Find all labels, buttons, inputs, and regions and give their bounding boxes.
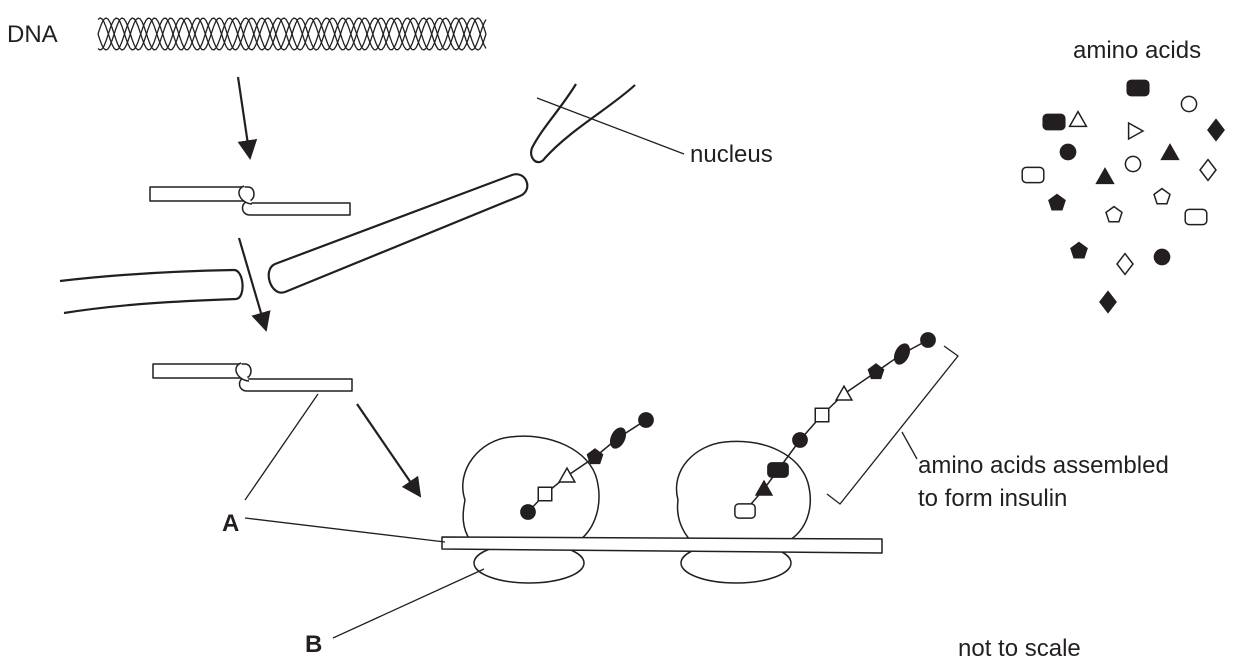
amino-acid-white-circle <box>1124 155 1142 173</box>
arrow-mrna-exits-nucleus <box>237 237 271 332</box>
assembled-label-line-2: to form insulin <box>918 485 1067 512</box>
amino-acid-black-diamond <box>1099 290 1117 314</box>
amino-acid-white-triangle <box>557 466 577 483</box>
amino-acid-black-ellipse <box>609 427 627 449</box>
arrow-dna-to-mrna <box>236 76 258 160</box>
amino-acid-black-ellipse <box>893 343 911 365</box>
amino-acid-white-rounded-rect <box>1184 208 1208 226</box>
arrow-mrna-to-ribosomes <box>356 403 422 498</box>
amino-acid-white-triangle <box>834 384 854 401</box>
dna-strand-line <box>97 17 487 51</box>
nucleus-label: nucleus <box>690 141 773 168</box>
amino-acids-label: amino acids <box>1073 37 1201 64</box>
amino-acid-black-diamond <box>1207 118 1225 142</box>
amino-acid-white-triangle-right <box>1127 121 1145 141</box>
amino-acid-pool <box>1021 79 1225 314</box>
amino-acid-white-rounded-rect <box>1021 166 1045 184</box>
nuclear-membrane <box>59 83 636 315</box>
dna-label: DNA <box>7 21 58 48</box>
amino-acid-black-pentagon <box>586 448 604 465</box>
amino-acid-black-pentagon <box>1070 241 1088 259</box>
amino-acid-white-square <box>537 486 553 502</box>
ribosome-2-large-subunit <box>675 440 812 541</box>
amino-acid-white-pentagon <box>1153 187 1171 205</box>
scale-note: not to scale <box>958 635 1081 662</box>
amino-acid-black-circle <box>920 332 936 348</box>
ribosome-1-large-subunit <box>462 435 600 541</box>
peptide-bond-line <box>744 339 929 512</box>
amino-acid-white-square <box>814 407 830 423</box>
amino-acid-white-triangle <box>1068 110 1088 128</box>
polypeptide-chain-2 <box>734 332 936 519</box>
amino-acid-black-circle <box>1059 143 1077 161</box>
amino-acid-black-rounded-rect <box>1042 113 1066 131</box>
dna-strand-line <box>97 17 487 51</box>
amino-acid-black-circle <box>1153 248 1171 266</box>
amino-acid-black-triangle <box>754 479 774 496</box>
amino-acid-black-pentagon <box>867 363 885 380</box>
amino-acid-black-circle <box>520 504 536 520</box>
bracket-pointer <box>901 431 918 460</box>
amino-acid-black-pentagon <box>1048 193 1066 211</box>
amino-acid-white-diamond <box>1199 158 1217 182</box>
nucleus-pointer-line <box>536 97 685 155</box>
amino-acid-black-rounded-rect <box>1126 79 1150 97</box>
label-b-pointer <box>332 568 485 639</box>
amino-acid-black-triangle <box>1160 143 1180 161</box>
dna-strand-line <box>97 17 487 51</box>
label-a-pointer-strand <box>244 517 446 543</box>
label-a: A <box>222 510 239 537</box>
polypeptide-chain-1 <box>520 412 654 520</box>
dna-double-helix <box>97 17 487 51</box>
amino-acid-white-pentagon <box>1105 205 1123 223</box>
mrna-strand-in-nucleus <box>149 185 351 216</box>
amino-acid-black-rounded-rect <box>767 462 789 478</box>
assembled-label-line-1: amino acids assembled <box>918 452 1169 479</box>
amino-acid-black-circle <box>792 432 808 448</box>
label-a-pointer-mrna <box>244 393 319 501</box>
label-b: B <box>305 631 322 658</box>
mrna-being-translated <box>441 536 883 554</box>
amino-acid-white-circle <box>1180 95 1198 113</box>
amino-acid-black-triangle <box>1095 167 1115 185</box>
mrna-strand-in-cytoplasm <box>152 362 353 392</box>
amino-acid-white-diamond <box>1116 252 1134 276</box>
insulin-chain-bracket <box>826 345 959 505</box>
amino-acid-white-rounded-rect <box>734 503 756 519</box>
amino-acid-black-circle <box>638 412 654 428</box>
